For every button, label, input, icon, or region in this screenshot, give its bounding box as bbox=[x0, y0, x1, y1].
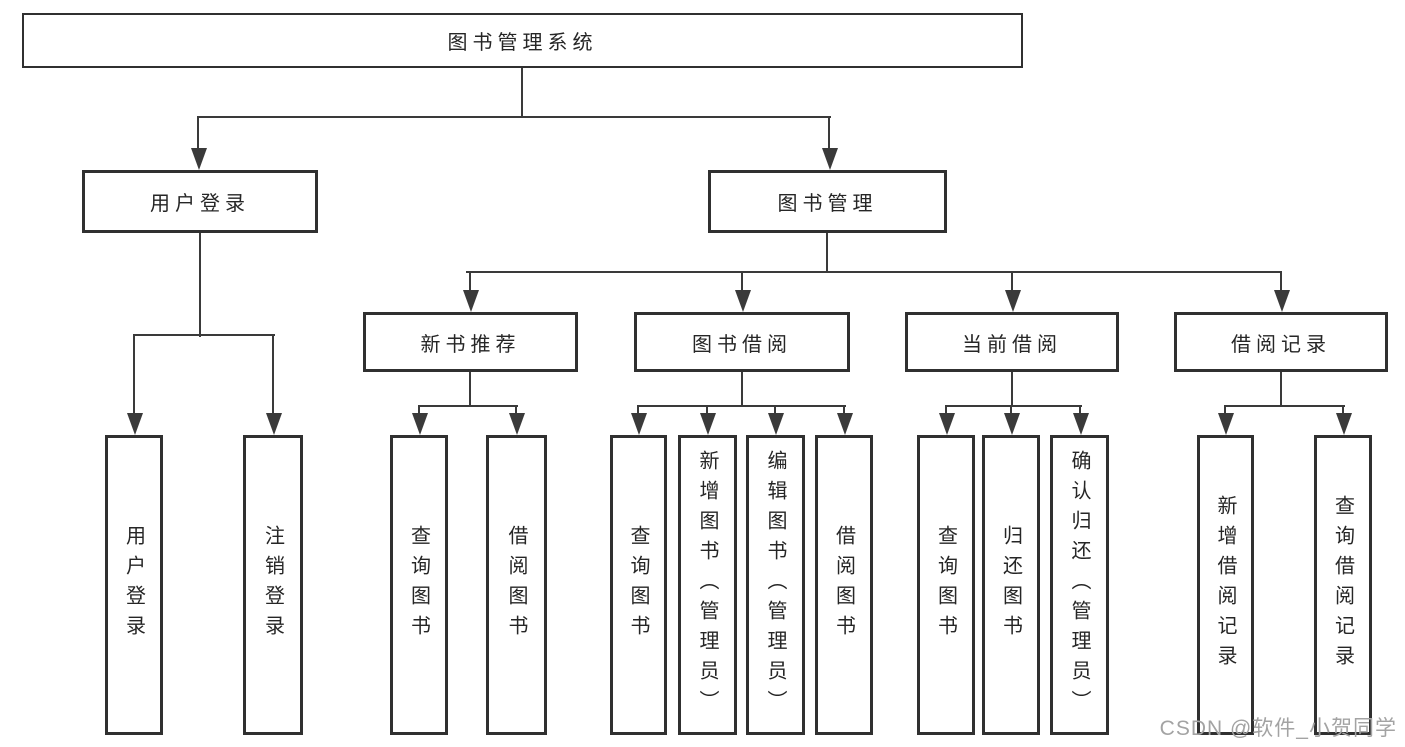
connector-leaf-login-stem bbox=[133, 334, 135, 416]
leaf-nb-query-book: 查询图书 bbox=[390, 435, 448, 735]
node-book-borrow: 图书借阅 bbox=[634, 312, 850, 372]
arrow-br-leaf1 bbox=[1218, 413, 1234, 435]
connector-current-borrow-split bbox=[945, 405, 1082, 407]
connector-borrow-record-down bbox=[1280, 372, 1282, 407]
leaf-cb-query-book-label: 查询图书 bbox=[934, 525, 957, 645]
leaf-nb-borrow-book-label: 借阅图书 bbox=[505, 525, 527, 645]
arrow-to-leaf-login bbox=[127, 413, 143, 435]
node-user-login-label: 用户登录 bbox=[150, 193, 250, 215]
connector-new-book-stem bbox=[469, 271, 471, 293]
connector-current-borrow-stem bbox=[1011, 271, 1013, 293]
node-user-login: 用户登录 bbox=[82, 170, 318, 233]
leaf-cb-query-book: 查询图书 bbox=[917, 435, 975, 735]
node-current-borrow: 当前借阅 bbox=[905, 312, 1119, 372]
connector-user-login-split bbox=[133, 334, 275, 336]
leaf-bb-edit-book: 编辑图书（管理员） bbox=[746, 435, 805, 735]
connector-cb-leaf2-stem bbox=[1010, 405, 1012, 417]
connector-book-mgmt-stem bbox=[828, 116, 830, 152]
leaf-bb-query-book-label: 查询图书 bbox=[627, 525, 649, 645]
leaf-bb-query-book: 查询图书 bbox=[610, 435, 667, 735]
connector-level3-split bbox=[466, 271, 1282, 273]
arrow-to-user-login bbox=[191, 148, 207, 170]
node-new-book-rec: 新书推荐 bbox=[363, 312, 578, 372]
connector-nb-leaf1-stem bbox=[418, 405, 420, 417]
connector-book-mgmt-down bbox=[826, 233, 828, 273]
node-book-mgmt: 图书管理 bbox=[708, 170, 947, 233]
leaf-bb-add-book: 新增图书（管理员） bbox=[678, 435, 737, 735]
node-borrow-record: 借阅记录 bbox=[1174, 312, 1388, 372]
leaf-nb-query-book-label: 查询图书 bbox=[407, 525, 430, 645]
connector-cb-leaf1-stem bbox=[945, 405, 947, 417]
node-root-label: 图书管理系统 bbox=[447, 32, 598, 54]
leaf-bb-borrow-book: 借阅图书 bbox=[815, 435, 873, 735]
arrow-bb-leaf4 bbox=[837, 413, 853, 435]
arrow-cb-leaf3 bbox=[1073, 413, 1089, 435]
leaf-logout: 注销登录 bbox=[243, 435, 303, 735]
connector-user-login-stem bbox=[197, 116, 199, 152]
arrow-bb-leaf1 bbox=[631, 413, 647, 435]
node-new-book-rec-label: 新书推荐 bbox=[420, 333, 521, 356]
leaf-cb-return-book-label: 归还图书 bbox=[999, 525, 1022, 645]
arrow-to-borrow-record bbox=[1274, 290, 1290, 312]
arrow-bb-leaf2 bbox=[700, 413, 716, 435]
arrow-to-book-mgmt bbox=[822, 148, 838, 170]
arrow-to-new-book bbox=[463, 290, 479, 312]
connector-bb-leaf1-stem bbox=[637, 405, 639, 417]
arrow-to-current-borrow bbox=[1005, 290, 1021, 312]
arrow-to-leaf-logout bbox=[266, 413, 282, 435]
leaf-br-query-record-label: 查询借阅记录 bbox=[1331, 495, 1354, 675]
node-current-borrow-label: 当前借阅 bbox=[962, 333, 1062, 356]
connector-new-book-split bbox=[418, 405, 518, 407]
connector-book-borrow-down bbox=[741, 372, 743, 407]
connector-borrow-record-stem bbox=[1280, 271, 1282, 293]
arrow-bb-leaf3 bbox=[768, 413, 784, 435]
connector-level1-split bbox=[197, 116, 831, 118]
connector-nb-leaf2-stem bbox=[515, 405, 517, 417]
node-book-mgmt-label: 图书管理 bbox=[777, 193, 878, 215]
connector-br-leaf2-stem bbox=[1342, 405, 1344, 417]
leaf-cb-confirm-return: 确认归还（管理员） bbox=[1050, 435, 1109, 735]
arrow-cb-leaf2 bbox=[1004, 413, 1020, 435]
leaf-br-add-record: 新增借阅记录 bbox=[1197, 435, 1254, 735]
node-borrow-record-label: 借阅记录 bbox=[1231, 333, 1331, 356]
connector-user-login-down bbox=[199, 233, 201, 337]
arrow-cb-leaf1 bbox=[939, 413, 955, 435]
leaf-nb-borrow-book: 借阅图书 bbox=[486, 435, 547, 735]
leaf-bb-edit-book-label: 编辑图书（管理员） bbox=[764, 450, 786, 720]
arrow-to-book-borrow bbox=[735, 290, 751, 312]
arrow-nb-leaf2 bbox=[509, 413, 525, 435]
connector-bb-leaf2-stem bbox=[706, 405, 708, 417]
node-book-borrow-label: 图书借阅 bbox=[692, 333, 792, 356]
leaf-cb-return-book: 归还图书 bbox=[982, 435, 1040, 735]
connector-current-borrow-down bbox=[1011, 372, 1013, 407]
node-root: 图书管理系统 bbox=[22, 13, 1023, 68]
connector-leaf-logout-stem bbox=[272, 334, 274, 416]
leaf-br-query-record: 查询借阅记录 bbox=[1314, 435, 1372, 735]
arrow-br-leaf2 bbox=[1336, 413, 1352, 435]
connector-br-leaf1-stem bbox=[1224, 405, 1226, 417]
arrow-nb-leaf1 bbox=[412, 413, 428, 435]
leaf-br-add-record-label: 新增借阅记录 bbox=[1214, 495, 1236, 675]
leaf-user-login-label: 用户登录 bbox=[122, 525, 145, 645]
connector-root-stem bbox=[521, 68, 523, 118]
csdn-watermark: CSDN @软件_小贺同学 bbox=[1159, 717, 1397, 740]
connector-borrow-record-split bbox=[1224, 405, 1345, 407]
leaf-user-login: 用户登录 bbox=[105, 435, 163, 735]
connector-cb-leaf3-stem bbox=[1079, 405, 1081, 417]
connector-bb-leaf3-stem bbox=[774, 405, 776, 417]
connector-book-borrow-stem bbox=[741, 271, 743, 293]
connector-book-borrow-split bbox=[637, 405, 846, 407]
connector-bb-leaf4-stem bbox=[843, 405, 845, 417]
leaf-cb-confirm-return-label: 确认归还（管理员） bbox=[1068, 450, 1090, 720]
leaf-bb-add-book-label: 新增图书（管理员） bbox=[696, 450, 718, 720]
connector-new-book-down bbox=[469, 372, 471, 407]
leaf-logout-label: 注销登录 bbox=[261, 525, 284, 645]
leaf-bb-borrow-book-label: 借阅图书 bbox=[832, 525, 855, 645]
